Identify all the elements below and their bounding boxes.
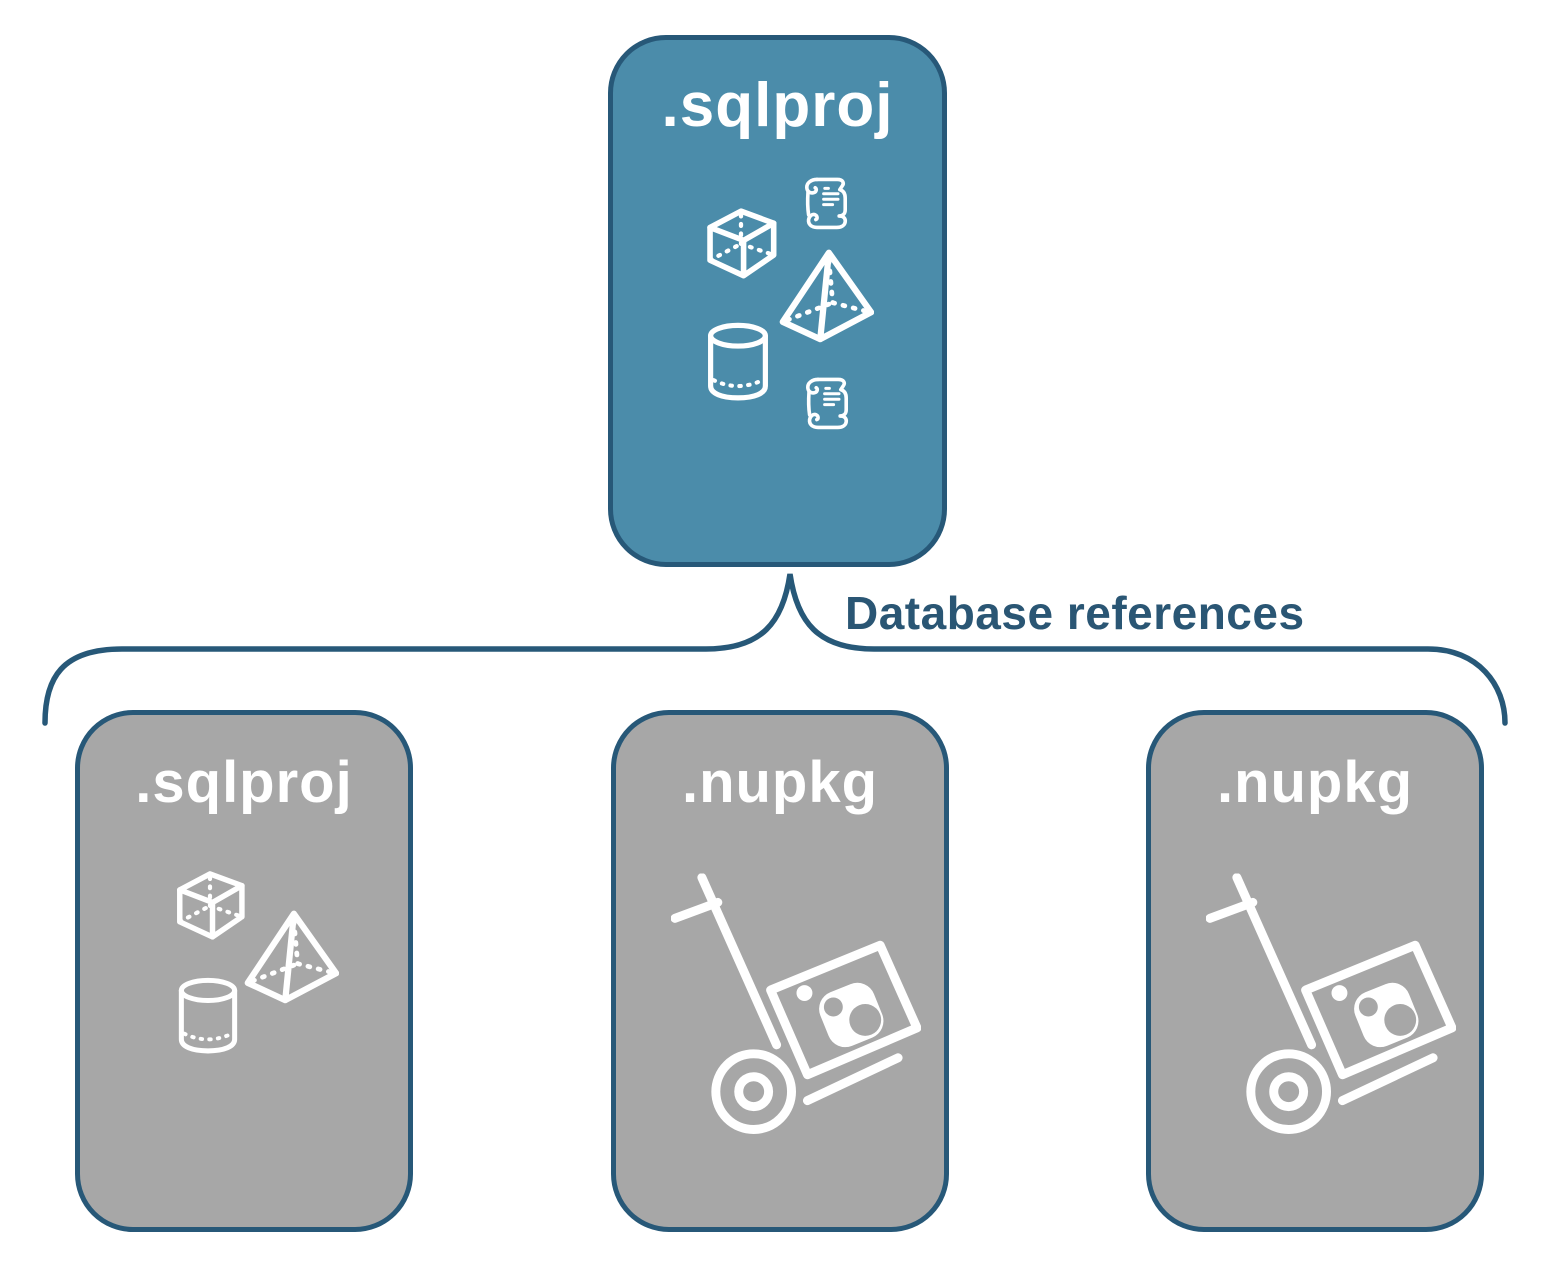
package-dolly-icon [1206, 873, 1456, 1135]
child-node-label: .nupkg [681, 750, 879, 815]
child-node-nupkg-1: .nupkg [611, 710, 949, 1232]
child-node-label: .nupkg [1216, 750, 1414, 815]
child-node-label: .sqlproj [135, 750, 353, 815]
scroll-icon [800, 373, 860, 435]
cube-icon [695, 200, 787, 286]
scroll-icon [799, 173, 859, 235]
connector-label: Database references [845, 587, 1305, 639]
pyramid-icon [775, 247, 877, 343]
package-dolly-icon [671, 873, 921, 1135]
child-node-nupkg-2: .nupkg [1146, 710, 1484, 1232]
root-node-sqlproj: .sqlproj [608, 35, 947, 567]
cylinder-icon [701, 318, 775, 406]
child-node-sqlproj: .sqlproj [75, 710, 413, 1232]
cylinder-icon [172, 973, 244, 1059]
root-node-label: .sqlproj [661, 71, 894, 140]
pyramid-icon [240, 908, 342, 1004]
